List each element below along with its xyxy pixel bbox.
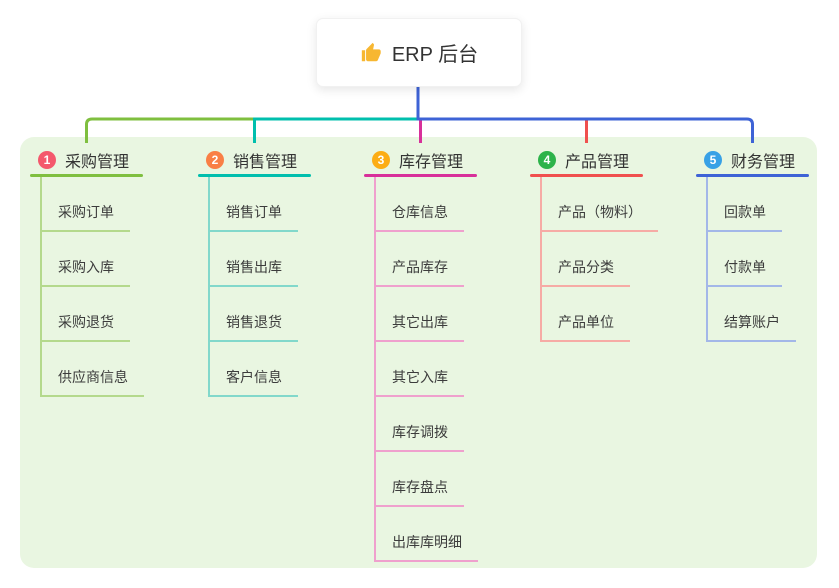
canvas-panel: [20, 137, 817, 568]
child-node[interactable]: 销售订单: [210, 177, 298, 232]
child-node[interactable]: 销售出库: [210, 232, 298, 287]
child-node[interactable]: 其它入库: [376, 342, 464, 397]
child-node[interactable]: 仓库信息: [376, 177, 464, 232]
branch-number-badge: 4: [538, 151, 556, 169]
branch-underline: [198, 174, 311, 177]
child-node[interactable]: 采购订单: [42, 177, 130, 232]
thumbs-up-icon: [361, 42, 381, 61]
branch-title-label: 销售管理: [233, 154, 298, 171]
branch-children: 仓库信息产品库存其它出库其它入库库存调拨库存盘点出库库明细: [374, 177, 478, 562]
branch-title-label: 库存管理: [399, 154, 464, 171]
branch-title-label: 财务管理: [731, 154, 796, 171]
branch-underline: [364, 174, 477, 177]
child-node[interactable]: 其它出库: [376, 287, 464, 342]
branch-children: 回款单付款单结算账户: [706, 177, 809, 342]
child-node[interactable]: 客户信息: [210, 342, 298, 397]
branch-children: 产品（物料）产品分类产品单位: [540, 177, 658, 342]
child-node[interactable]: 回款单: [708, 177, 782, 232]
branch-title-label: 产品管理: [565, 154, 630, 171]
branch-title-5[interactable]: 5 财务管理: [696, 146, 809, 174]
branch-number-badge: 5: [704, 151, 722, 169]
child-node[interactable]: 产品库存: [376, 232, 464, 287]
child-node[interactable]: 付款单: [708, 232, 782, 287]
branch-title-1[interactable]: 1 采购管理: [30, 146, 143, 174]
branch-underline: [530, 174, 643, 177]
branch-title-label: 采购管理: [65, 154, 130, 171]
branch-number-badge: 2: [206, 151, 224, 169]
child-node[interactable]: 出库库明细: [376, 507, 478, 562]
child-node[interactable]: 结算账户: [708, 287, 796, 342]
branch-2: 2 销售管理销售订单销售出库销售退货客户信息: [198, 146, 311, 397]
branch-title-4[interactable]: 4 产品管理: [530, 146, 643, 174]
branch-underline: [30, 174, 143, 177]
branch-title-2[interactable]: 2 销售管理: [198, 146, 311, 174]
branch-underline: [696, 174, 809, 177]
branch-children: 销售订单销售出库销售退货客户信息: [208, 177, 311, 397]
child-node[interactable]: 销售退货: [210, 287, 298, 342]
child-node[interactable]: 产品（物料）: [542, 177, 658, 232]
branch-number-badge: 3: [372, 151, 390, 169]
child-node[interactable]: 库存调拨: [376, 397, 464, 452]
child-node[interactable]: 产品单位: [542, 287, 630, 342]
branch-5: 5 财务管理回款单付款单结算账户: [696, 146, 809, 342]
child-node[interactable]: 库存盘点: [376, 452, 464, 507]
child-node[interactable]: 采购退货: [42, 287, 130, 342]
branch-4: 4 产品管理产品（物料）产品分类产品单位: [530, 146, 658, 342]
connector-root-branch-5: [416, 85, 754, 143]
child-node[interactable]: 采购入库: [42, 232, 130, 287]
branch-children: 采购订单采购入库采购退货供应商信息: [40, 177, 144, 397]
branch-3: 3 库存管理仓库信息产品库存其它出库其它入库库存调拨库存盘点出库库明细: [364, 146, 478, 562]
child-node[interactable]: 供应商信息: [42, 342, 144, 397]
root-node[interactable]: ERP 后台: [316, 18, 522, 87]
root-title: ERP 后台: [391, 44, 479, 66]
branch-title-3[interactable]: 3 库存管理: [364, 146, 477, 174]
branch-number-badge: 1: [38, 151, 56, 169]
branch-1: 1 采购管理采购订单采购入库采购退货供应商信息: [30, 146, 144, 397]
child-node[interactable]: 产品分类: [542, 232, 630, 287]
